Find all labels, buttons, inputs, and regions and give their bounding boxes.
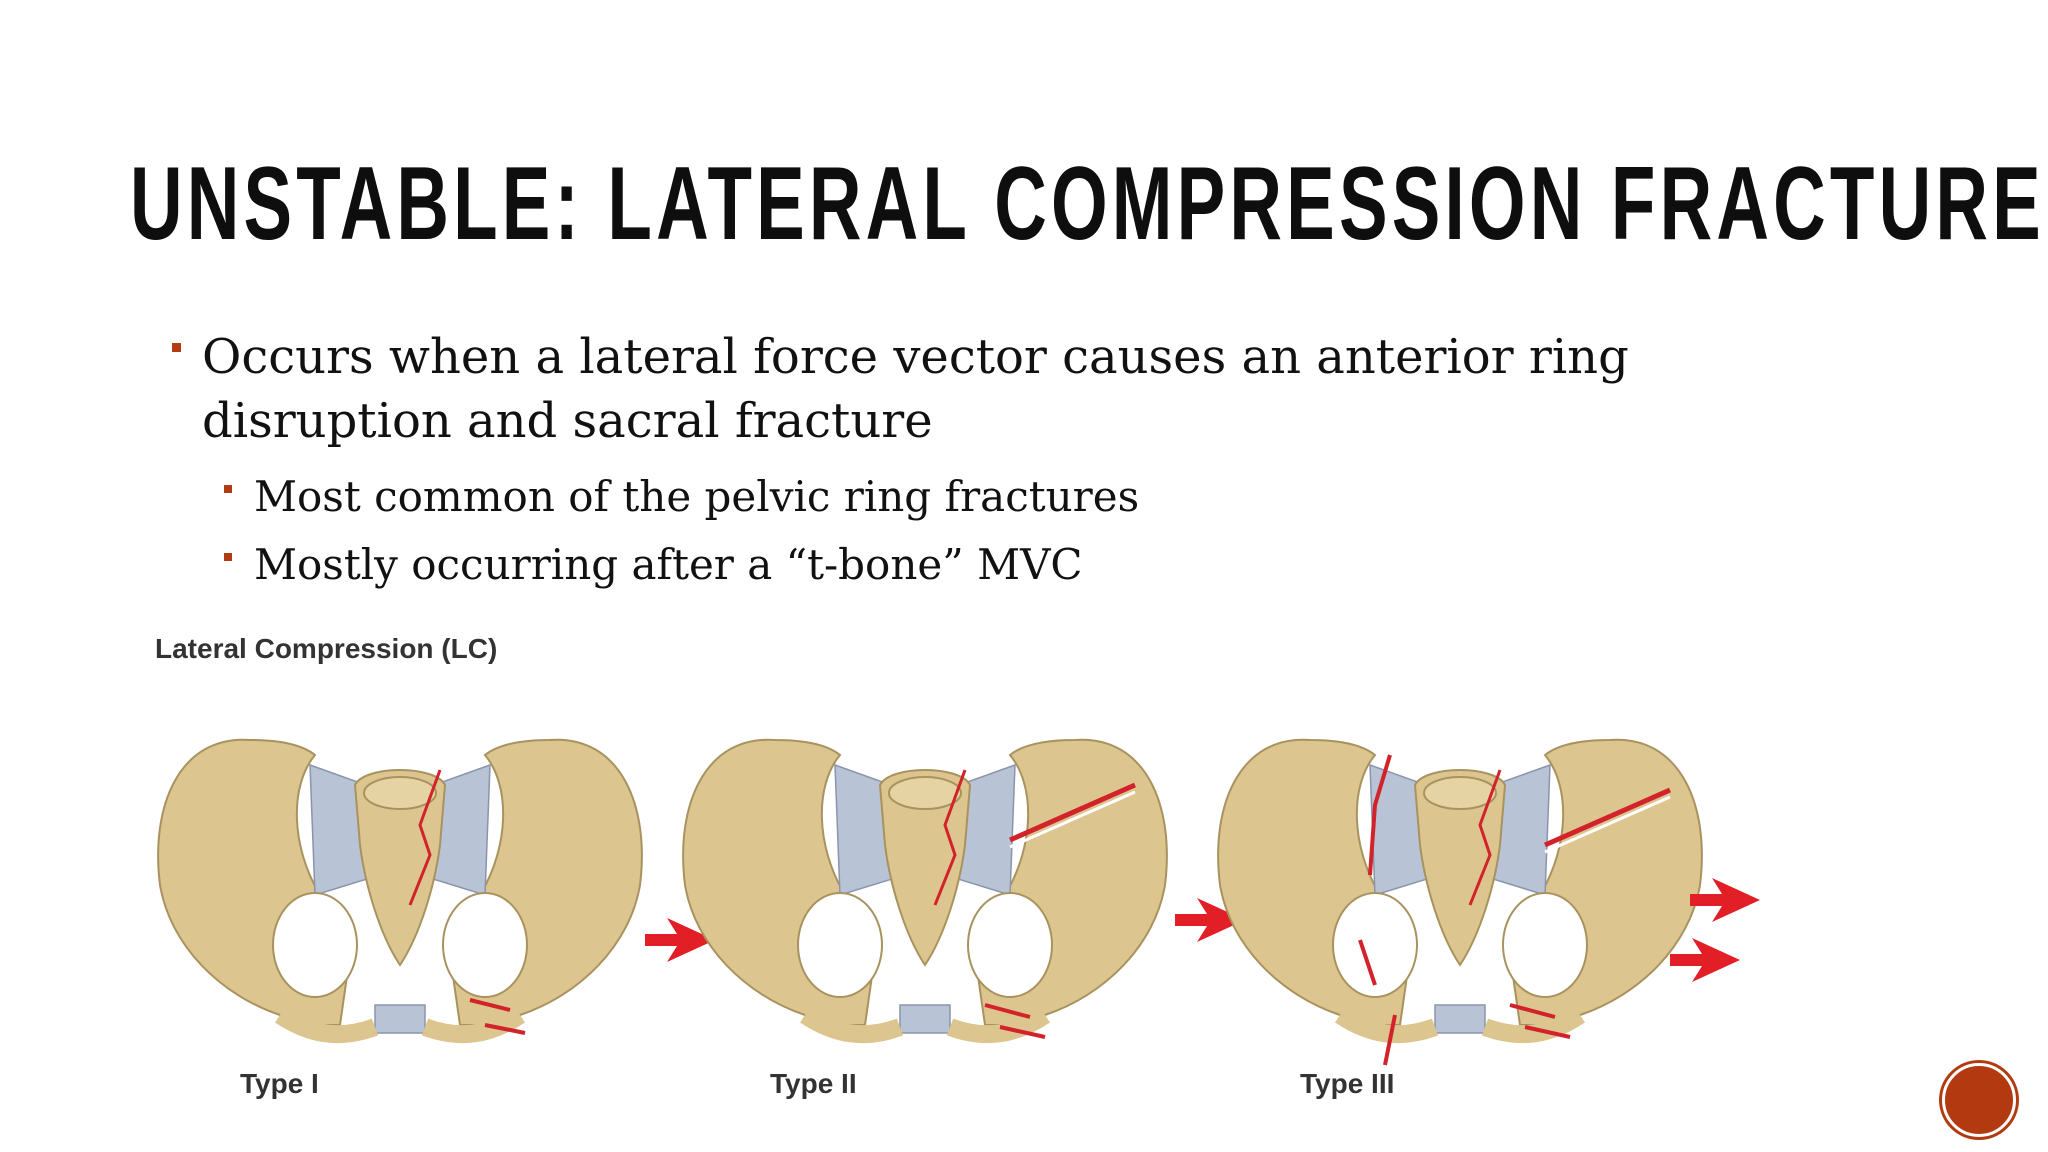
sub-bullet: Mostly occurring after a “t-bone” MVC: [222, 537, 1870, 593]
force-arrow-icon: [1670, 938, 1740, 982]
pelvis-fracture-illustration: Lateral Compression (LC) Type I Type II: [140, 625, 1800, 1125]
type-label: Type III: [1300, 1068, 1394, 1099]
bullet-list: Occurs when a lateral force vector cause…: [170, 325, 1870, 593]
bullet-marker: [224, 485, 232, 493]
bullet-main-text: Occurs when a lateral force vector cause…: [202, 329, 1629, 449]
figure-heading: Lateral Compression (LC): [155, 633, 497, 664]
bullet-marker: [172, 343, 181, 352]
bullet-main: Occurs when a lateral force vector cause…: [170, 325, 1870, 453]
type-label: Type I: [240, 1068, 319, 1099]
pelvis-type-2: [683, 740, 1245, 1037]
pelvis-diagram: Lateral Compression (LC) Type I Type II: [140, 633, 1760, 1099]
slide-title: UNSTABLE: LATERAL COMPRESSION FRACTURE: [130, 146, 2045, 262]
sub-bullet-text: Mostly occurring after a “t-bone” MVC: [254, 540, 1083, 589]
pelvis-type-3: [1218, 740, 1760, 1066]
pelvis-type-1: [158, 740, 715, 1034]
sub-bullet: Most common of the pelvic ring fractures: [222, 469, 1870, 525]
type-label: Type II: [770, 1068, 857, 1099]
sub-bullet-text: Most common of the pelvic ring fractures: [254, 472, 1140, 521]
bullet-marker: [224, 553, 232, 561]
slide-logo-icon: [1942, 1063, 2016, 1137]
